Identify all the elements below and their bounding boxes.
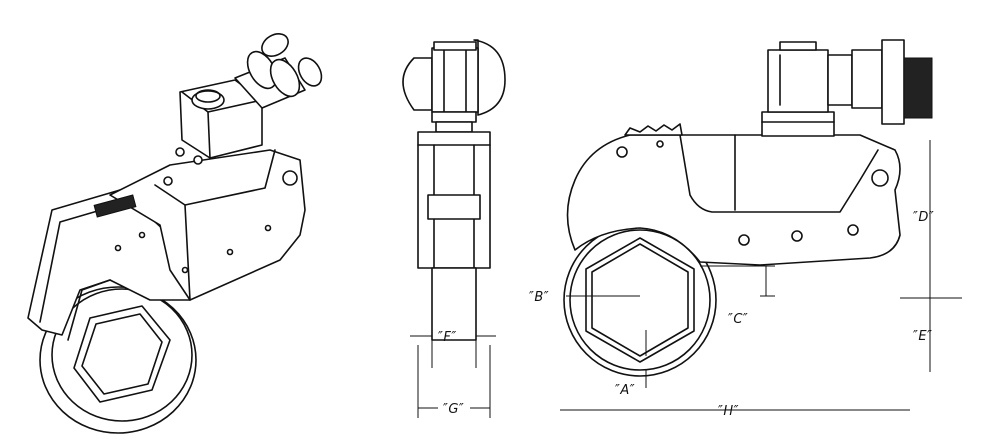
pivot-hole	[282, 170, 298, 186]
front-base-block	[761, 111, 835, 137]
label-b: ″B″	[529, 290, 549, 305]
label-g: ″G″	[443, 402, 464, 417]
ring-inner	[569, 229, 711, 371]
hex-socket-inner	[591, 243, 689, 357]
front-fitting	[827, 54, 853, 106]
ratchet-teeth	[624, 123, 683, 136]
rivet	[226, 248, 234, 256]
front-swivel-top	[779, 41, 817, 51]
hex-socket	[585, 237, 695, 363]
front-nut	[851, 49, 883, 109]
neck	[431, 111, 477, 123]
label-e: ″E″	[913, 329, 932, 344]
front-hole	[847, 224, 859, 236]
front-hole	[656, 140, 664, 148]
front-hole	[738, 234, 750, 246]
hex-socket-inner	[81, 313, 163, 395]
swivel-right-end	[473, 39, 506, 116]
hex-socket	[73, 305, 171, 403]
coupler-ring	[269, 58, 301, 98]
ring-inner-edge	[51, 288, 193, 422]
label-d: ″D″	[913, 210, 934, 225]
screw-hole	[163, 176, 173, 186]
foot-pin	[175, 147, 185, 157]
front-hole	[616, 146, 628, 158]
rivet	[181, 266, 189, 274]
ratchet-knurl	[93, 194, 137, 218]
coupler-end	[297, 57, 323, 87]
swivel-left-end	[402, 57, 433, 111]
side-ratchet	[427, 194, 481, 220]
side-arm	[431, 267, 477, 341]
front-swivel	[767, 49, 829, 113]
swivel-cap	[191, 90, 225, 110]
front-hole	[791, 230, 803, 242]
label-h: ″H″	[718, 404, 739, 419]
front-body	[566, 134, 901, 266]
swivel-front-edge	[207, 111, 211, 159]
rivet	[114, 244, 122, 252]
swivel-top	[433, 41, 477, 51]
rivet	[138, 231, 146, 239]
housing-top-edge	[184, 149, 276, 206]
front-inner-cutout	[679, 134, 879, 213]
dimension-labels: ″B″ ″A″ ″C″ ″D″ ″E″ ″F″ ″G″ ″H″	[438, 210, 934, 419]
label-a: ″A″	[615, 383, 635, 398]
label-c: ″C″	[728, 312, 748, 327]
swivel-cap-top	[195, 89, 221, 103]
front-pivot-hole	[871, 169, 889, 187]
coupler-top	[261, 33, 289, 57]
rivet	[264, 224, 272, 232]
isometric-view	[27, 33, 323, 434]
front-knurl	[903, 57, 933, 119]
neck-lower	[435, 121, 473, 133]
foot-pin	[193, 155, 203, 165]
wrench-arm-body	[27, 189, 191, 336]
arm-edge-lower	[67, 279, 111, 341]
label-f: ″F″	[438, 330, 457, 345]
side-view	[402, 39, 506, 418]
front-coupler	[881, 39, 905, 125]
swivel-body	[431, 47, 479, 113]
front-view	[560, 39, 962, 411]
